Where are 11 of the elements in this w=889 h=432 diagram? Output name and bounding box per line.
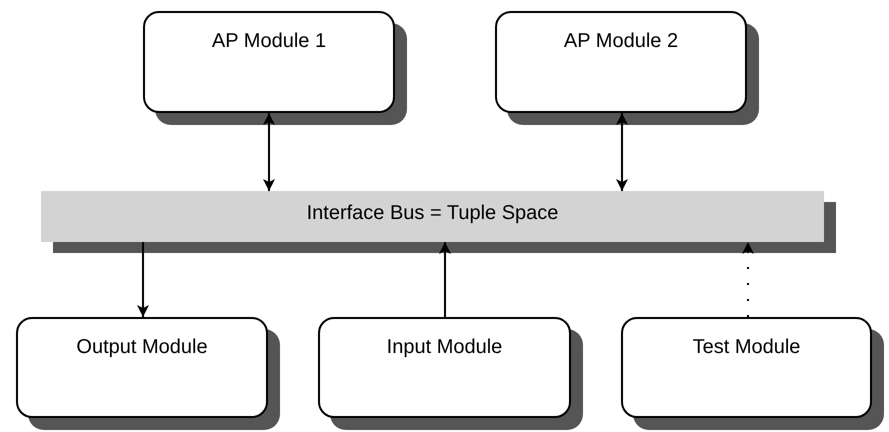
node-label: Output Module <box>75 336 209 359</box>
node-label: AP Module 1 <box>210 30 328 53</box>
bus-bar <box>41 191 824 242</box>
node-label: Input Module <box>386 336 504 359</box>
arrow <box>137 242 149 317</box>
node-label: AP Module 2 <box>562 30 680 53</box>
arrow <box>616 113 628 191</box>
node-label: Interface Bus = Tuple Space <box>306 202 560 225</box>
arrow <box>263 113 275 191</box>
node-label: Test Module <box>692 336 802 359</box>
arrow <box>439 242 451 317</box>
